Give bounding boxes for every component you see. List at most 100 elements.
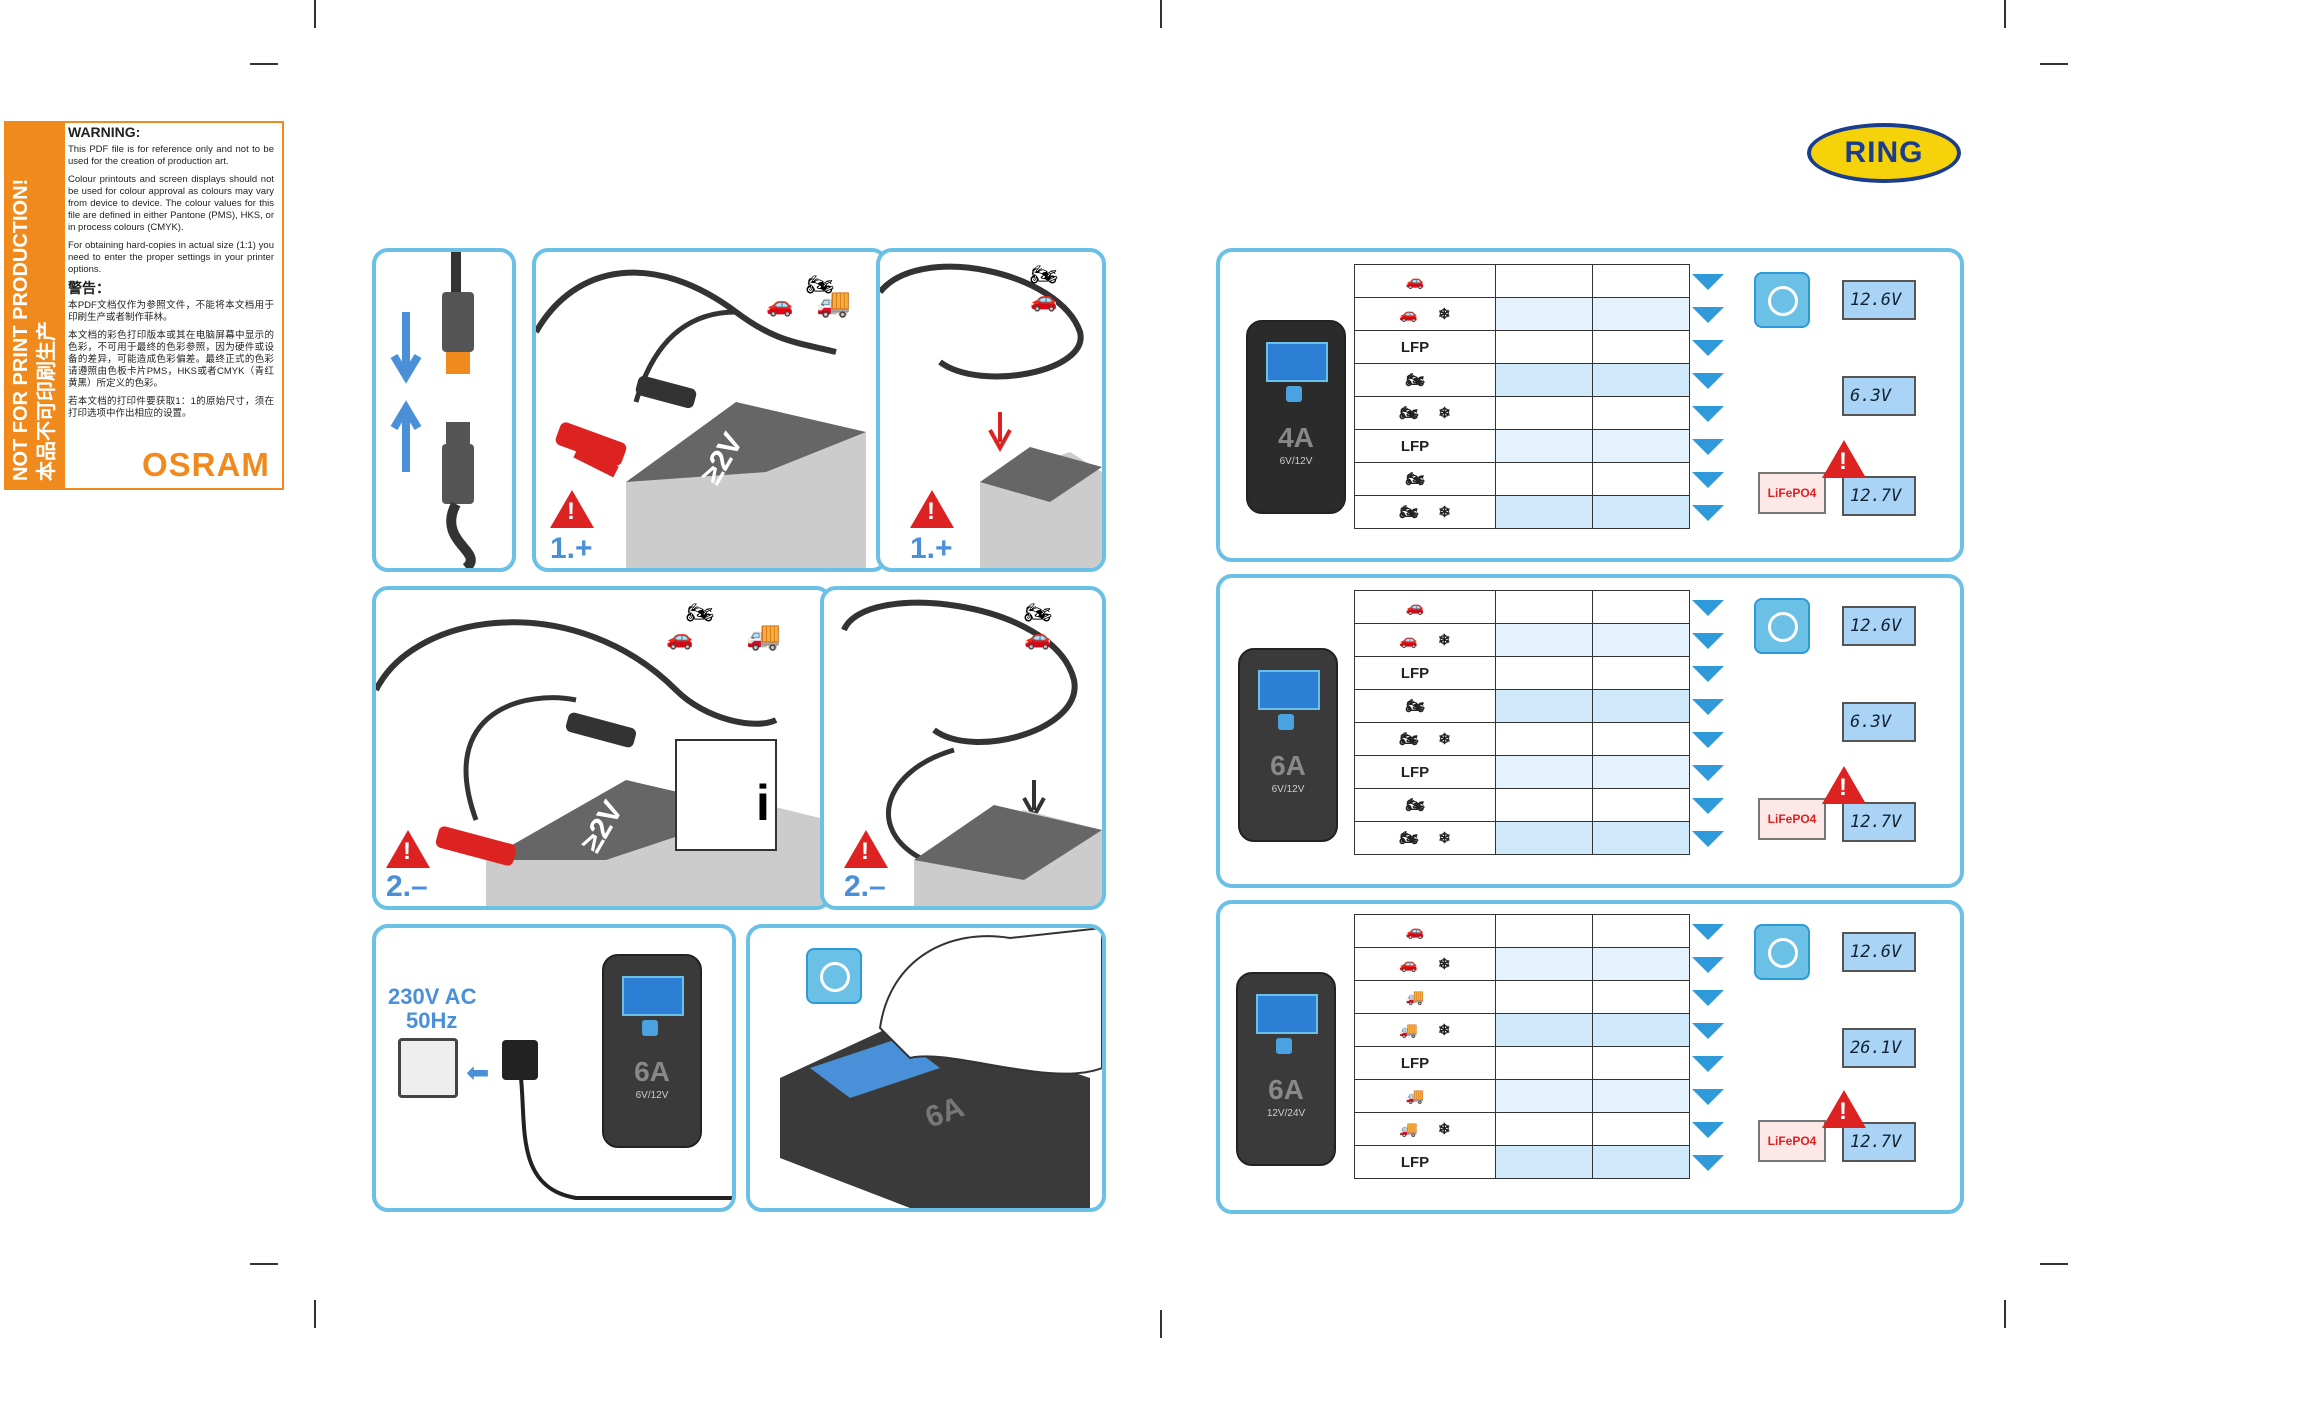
charger-device: 4A 6V/12V [1246, 320, 1346, 514]
mode-cell [1592, 689, 1690, 723]
mains-cable-illustration [519, 1077, 732, 1200]
mode-row-icon: 🚗❄ [1354, 623, 1496, 657]
warning-text: WARNING: This PDF file is for reference … [68, 124, 274, 426]
charger-mode-button[interactable] [1286, 386, 1302, 402]
charger-rating: 6V/12V [1279, 456, 1313, 467]
mode-row: LFP [1354, 1046, 1690, 1080]
snowflake-icon: ❄ [1438, 632, 1451, 649]
charger-device: 6A 12V/24V [1236, 972, 1336, 1166]
warning-triangle-icon [844, 830, 888, 868]
warning-triangle-icon [386, 830, 430, 868]
mode-row-icon: 🏍❄ [1354, 495, 1496, 529]
lfp-label: LFP [1400, 338, 1430, 356]
arrow-down-icon [1692, 373, 1724, 389]
vehicle-icon: 🚗 [1399, 306, 1419, 323]
charger-amp: 6A [1268, 1074, 1304, 1105]
charger-rating: 6V/12V [1271, 784, 1305, 795]
arrow-down-icon [1692, 600, 1724, 616]
vehicle-icon: 🚗 [1405, 599, 1425, 616]
arrow-down-icon [1692, 1155, 1724, 1171]
step-2-minus: 2.– [386, 870, 428, 903]
mode-cell [1592, 396, 1690, 430]
mode-row-icon: LFP [1354, 755, 1496, 789]
mode-row: 🚗❄ [1354, 623, 1690, 657]
mode-cell [1592, 1013, 1690, 1047]
panel-step1-car: 🏍 🚗 🚚 ≥2V 1.+ [532, 248, 888, 572]
warning-band: NOT FOR PRINT PRODUCTION! 本品不可印刷生产 [4, 121, 65, 490]
warning-paragraph-cn: 本PDF文档仅作为参照文件，不能将本文档用于印刷生产或者制作菲林。 [68, 300, 274, 323]
crop-mark [2040, 63, 2068, 65]
mode-row-icon: 🚚 [1354, 1079, 1496, 1113]
van-icon: 🚚 [746, 620, 781, 652]
arrow-down-icon [1692, 957, 1724, 973]
mode-row-icon: 🏍❄ [1354, 396, 1496, 430]
arrow-down-icon [1692, 505, 1724, 521]
mode-cell [1592, 590, 1690, 624]
panel-mains: 230V AC 50Hz ⬅ 6A 6V/12V [372, 924, 736, 1212]
mode-row-icon: 🚚❄ [1354, 1112, 1496, 1146]
mode-row-icon: LFP [1354, 656, 1496, 690]
negative-terminal-illustration: 🏍 🚗 [841, 599, 1102, 906]
car-icon: 🚗 [1024, 625, 1051, 650]
vehicle-icon: 🏍 [1399, 830, 1419, 847]
mode-cell [1495, 722, 1593, 756]
mode-button-icon [806, 948, 862, 1004]
lcd-display: 12.6V [1842, 280, 1916, 320]
vehicle-icon: 🏍 [1399, 504, 1419, 521]
mains-frequency: 50Hz [406, 1008, 458, 1033]
ring-logo-text: RING [1844, 136, 1924, 169]
plug-icon [502, 1040, 538, 1080]
mode-row-icon: LFP [1354, 429, 1496, 463]
mode-row: 🏍 [1354, 363, 1690, 397]
snowflake-icon: ❄ [1438, 504, 1451, 521]
info-icon: i [756, 775, 770, 831]
warning-title-cn: 警告： [68, 280, 110, 296]
arrow-down-icon [1692, 406, 1724, 422]
charger-mode-button[interactable] [1276, 1038, 1292, 1054]
vehicle-icon: 🚚 [1405, 989, 1425, 1006]
mode-row-icon: 🏍 [1354, 689, 1496, 723]
mode-row: LFP [1354, 656, 1690, 690]
mode-cell [1592, 788, 1690, 822]
warning-title: WARNING: [68, 124, 141, 140]
charger-screen [622, 976, 684, 1016]
mode-row: 🚗❄ [1354, 297, 1690, 331]
lfp-label: LFP [1400, 1153, 1430, 1171]
arrow-down-icon [1692, 666, 1724, 682]
ring-logo: RING [1807, 123, 1961, 183]
van-icon: 🚚 [816, 287, 851, 319]
charger-mode-button[interactable] [1278, 714, 1294, 730]
warning-paragraph: For obtaining hard-copies in actual size… [68, 240, 274, 275]
arrow-down-icon [1692, 765, 1724, 781]
vehicle-icon: 🚗 [1399, 956, 1419, 973]
mode-row: 🚚❄ [1354, 1013, 1690, 1047]
snowflake-icon: ❄ [1438, 731, 1451, 748]
charger-mode-button[interactable] [642, 1020, 658, 1036]
charger-amp: 6A [634, 1056, 670, 1087]
mode-cell [1592, 297, 1690, 331]
warning-paragraph: This PDF file is for reference only and … [68, 144, 274, 167]
mode-row: 🚚 [1354, 1079, 1690, 1113]
lfp-label: LFP [1400, 437, 1430, 455]
mode-cell [1592, 914, 1690, 948]
vehicle-icon: 🚚 [1399, 1022, 1419, 1039]
mode-cell [1495, 623, 1593, 657]
motorbike-icon: 🏍 [806, 272, 834, 297]
mode-row: 🏍❄ [1354, 821, 1690, 855]
arrow-down-icon [1692, 340, 1724, 356]
mode-row-icon: 🚚 [1354, 980, 1496, 1014]
arrow-down-icon [1692, 633, 1724, 649]
mode-row-icon: 🚗❄ [1354, 947, 1496, 981]
mode-table-1: 🚗🚗❄LFP🏍🏍❄LFP🏍🏍❄ [1354, 264, 1690, 529]
vehicle-icon: 🚗 [1405, 273, 1425, 290]
panel-step2-bike: 🏍 🚗 2.– [820, 586, 1106, 910]
vehicle-icon: 🚗 [1399, 632, 1419, 649]
ring-terminal-illustration: 🏍 🚗 [880, 262, 1102, 568]
mode-row: 🚗 [1354, 590, 1690, 624]
mode-table-3: 🚗🚗❄🚚🚚❄LFP🚚🚚❄LFP [1354, 914, 1690, 1179]
step-1-plus: 1.+ [910, 532, 953, 565]
mode-cell [1495, 495, 1593, 529]
crop-mark [2040, 1263, 2068, 1265]
mode-row-icon: 🏍 [1354, 363, 1496, 397]
motorbike-icon: 🏍 [1024, 600, 1052, 625]
